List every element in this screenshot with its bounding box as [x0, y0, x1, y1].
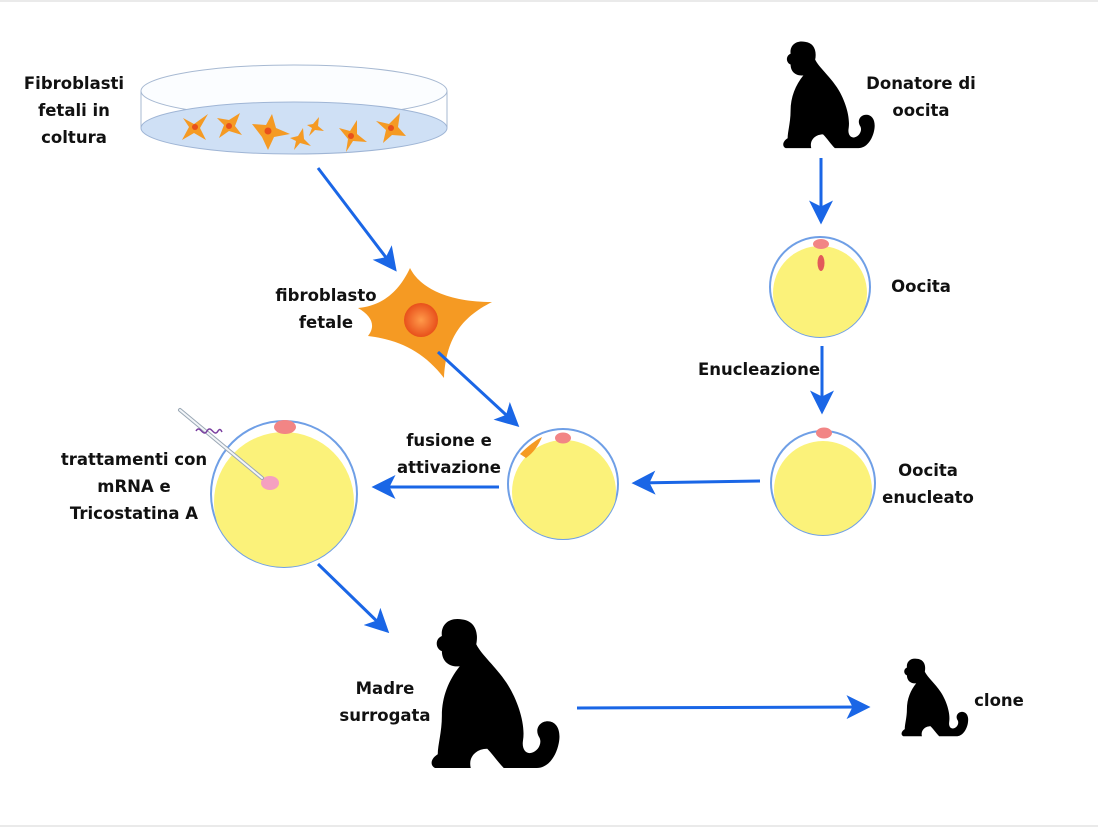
fusion-label: fusione e attivazione	[397, 431, 501, 477]
fibroblast-label: fibroblasto fetale	[275, 286, 376, 332]
svg-text:enucleato: enucleato	[882, 488, 974, 507]
svg-text:Oocita: Oocita	[898, 461, 958, 480]
oocyte-label: Oocita	[891, 277, 951, 296]
svg-text:Tricostatina A: Tricostatina A	[70, 504, 198, 523]
svg-text:Fibroblasti: Fibroblasti	[24, 74, 124, 93]
svg-text:fetale: fetale	[299, 313, 353, 332]
svg-text:Donatore di: Donatore di	[866, 74, 976, 93]
enucleated-oocyte-icon	[770, 427, 876, 536]
enucleation-label: Enucleazione	[698, 360, 820, 379]
arrow-treated-to-surrogate	[316, 562, 390, 634]
svg-text:trattamenti con: trattamenti con	[61, 450, 207, 469]
svg-text:fetali in: fetali in	[38, 101, 110, 120]
svg-text:oocita: oocita	[892, 101, 949, 120]
surrogate-monkey-icon	[431, 618, 560, 768]
svg-text:mRNA e: mRNA e	[97, 477, 170, 496]
oocyte-icon	[769, 236, 871, 338]
process-arrows	[316, 158, 871, 720]
fused-cell-icon	[507, 428, 619, 540]
clone-label: clone	[974, 691, 1024, 710]
svg-text:attivazione: attivazione	[397, 458, 501, 477]
arrow-fibroblast-to-fused	[436, 350, 520, 428]
treatment-label: trattamenti con mRNA e Tricostatina A	[61, 450, 207, 523]
treated-embryo-icon	[210, 420, 358, 568]
svg-text:Madre: Madre	[356, 679, 415, 698]
cultured-cell-icon	[182, 113, 406, 152]
svg-text:surrogata: surrogata	[339, 706, 430, 725]
donor-label: Donatore di oocita	[866, 74, 976, 120]
surrogate-label: Madre surrogata	[339, 679, 430, 725]
arrow-surrogate-to-clone	[576, 695, 871, 720]
svg-text:fibroblasto: fibroblasto	[275, 286, 376, 305]
donor-monkey-icon	[783, 41, 875, 149]
fibroblasts-label: Fibroblasti fetali in coltura	[24, 74, 124, 147]
svg-text:fusione e: fusione e	[406, 431, 492, 450]
arrow-dish-to-fibroblast	[316, 167, 397, 272]
fibroblast-cell-icon	[358, 268, 492, 378]
enucleated-label: Oocita enucleato	[882, 461, 974, 507]
arrow-enucleated-to-fused	[631, 470, 761, 495]
petri-dish	[140, 64, 448, 155]
clone-monkey-icon	[901, 658, 969, 737]
svg-text:coltura: coltura	[41, 128, 107, 147]
injection-needle-icon	[178, 408, 264, 480]
